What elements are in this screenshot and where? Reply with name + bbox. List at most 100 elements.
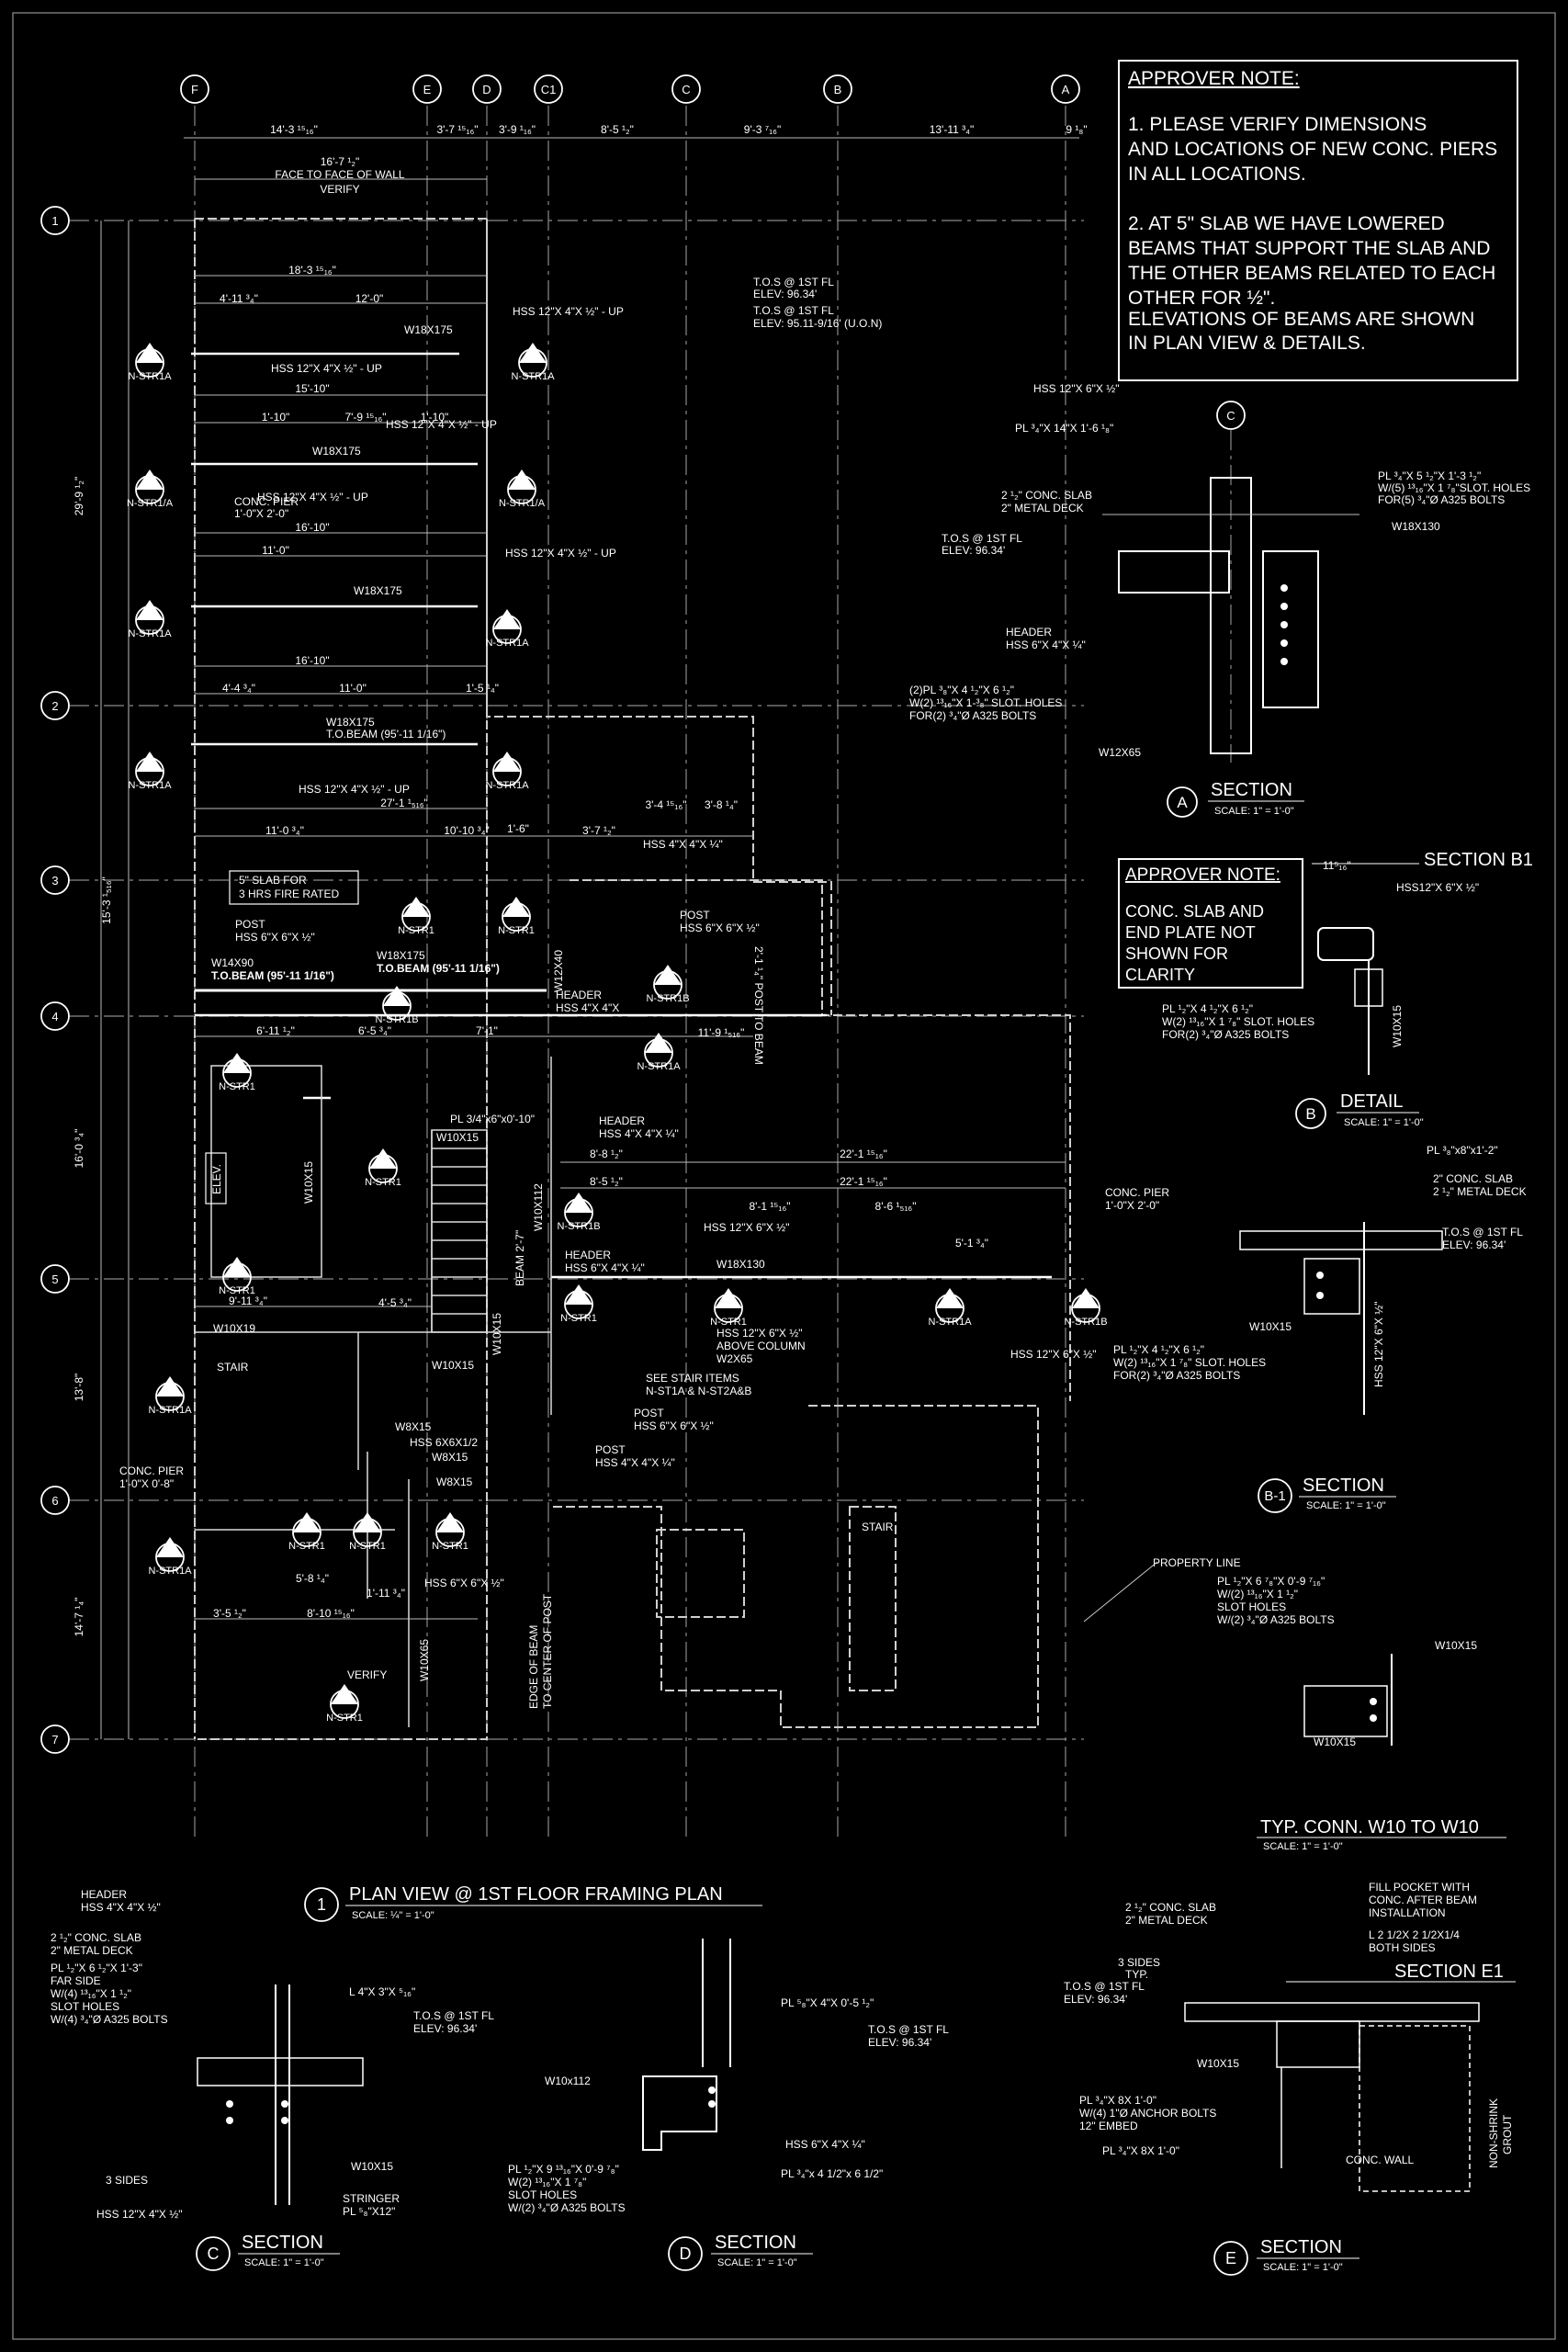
detail-label: 12" EMBED: [1079, 2120, 1138, 2132]
dim-label: 6'-5 ³₄": [358, 1024, 391, 1037]
grid-col-label: D: [482, 83, 491, 96]
detail-label: 2" METAL DECK: [51, 1944, 133, 1957]
hss-label: HSS 12"X 6"X ½": [716, 1327, 803, 1340]
title-text: SECTION: [1303, 1476, 1384, 1496]
marker-ref: N-STR1: [365, 1177, 401, 1188]
detail-label: PL ¹₂"X 4 ¹₂"X 6 ¹₂": [1113, 1343, 1204, 1356]
top-dim: 14'-3 ¹⁵₁₆": [270, 123, 318, 136]
dim-label: 1'-5 ¹₄": [466, 682, 499, 695]
marker-ref: N-STR1: [219, 1285, 255, 1296]
slab-note-box: [229, 870, 359, 905]
dim-label: 11'-0": [339, 682, 367, 695]
marker-letter: O: [393, 996, 401, 1007]
marker-letter: B: [233, 1063, 240, 1074]
hss-label: HSS 12"X 4"X ½" - UP: [505, 547, 616, 560]
grid-row-label: 2: [51, 699, 58, 713]
marker-ref: N-STR1: [560, 1313, 597, 1324]
detail-label: TYP.: [1125, 1968, 1148, 1981]
marker-ref: N-STR1: [710, 1317, 747, 1328]
plan-labels: 16'-7 ¹₂" FACE TO FACE OF WALL VERIFY T.…: [119, 155, 1241, 1709]
title-text: SECTION: [715, 2233, 796, 2253]
grid-row-label: 3: [51, 874, 58, 888]
detail-label: L 4"X 3"X ⁵₁₆": [349, 1985, 415, 1998]
note-line: 2. AT 5" SLAB WE HAVE LOWERED: [1128, 213, 1445, 234]
detail-c: HEADER HSS 4"X 4"X ½" 2 ¹₂" CONC. SLAB 2…: [51, 1888, 494, 2271]
dim-label: 3'-5 ¹₂": [213, 1607, 246, 1620]
note-title: APPROVER NOTE:: [1128, 68, 1300, 89]
top-dim: 3'-7 ¹⁵₁₆": [436, 123, 478, 136]
marker-ref: N-STR1: [219, 1081, 255, 1092]
marker-letter: C: [575, 1295, 582, 1306]
beam-dim-label: BEAM 2'-7": [513, 1230, 526, 1286]
detail-label: W(2) ¹³₁₆"X 1 ⁷₈" SLOT. HOLES: [1113, 1356, 1266, 1369]
marker-letter: B: [233, 1267, 240, 1278]
beam-size-label: W10X112: [532, 1183, 545, 1231]
detail-label: SLOT HOLES: [1217, 1600, 1286, 1613]
detail-label: W10X15: [1391, 1005, 1404, 1047]
note-line: OTHER FOR ½".: [1128, 288, 1275, 309]
hss-label: HSS 12"X 4"X ½" - UP: [299, 783, 410, 796]
title-num: 1: [317, 1895, 326, 1914]
stair-note: SEE STAIR ITEMS: [646, 1372, 739, 1385]
hss-label: HSS 12"X 6"X ½": [704, 1221, 790, 1234]
grid-row-label: 6: [51, 1494, 58, 1508]
header-size: HSS 6"X 4"X ¼": [565, 1261, 645, 1274]
marker-letter: P: [664, 975, 671, 986]
beam-size-label: W10X15: [491, 1313, 503, 1355]
hss-label: HSS 4"X 4"X ¼": [643, 838, 723, 851]
detail-label: W/(2) ³₄"Ø A325 BOLTS: [508, 2201, 626, 2214]
dim-label: 29'-9 ¹₂": [73, 477, 85, 516]
marker-letter: K: [146, 353, 153, 364]
marker-ref: N-STR1A: [128, 780, 172, 791]
dim-label: 8'-10 ¹⁵₁₆": [307, 1607, 355, 1620]
detail-label: W18X130: [1392, 520, 1440, 533]
beam-size-label: W8X15: [436, 1476, 473, 1488]
marker-letter: O: [341, 1694, 349, 1705]
detail-a: C HSS 12"X 6"X ½" PL ³₄"X 14"X 1'-6 ¹₈" …: [909, 382, 1530, 818]
note-title: APPROVER NOTE:: [1125, 865, 1280, 885]
detail-label: HSS 12"X 4"X ½": [96, 2208, 183, 2221]
title-scale: SCALE: 1" = 1'-0": [244, 2257, 324, 2268]
post-label: POST: [634, 1407, 664, 1419]
marker-letter: A: [725, 1298, 732, 1309]
marker-letter: C: [379, 1159, 387, 1170]
detail-label: (2)PL ³₈"X 4 ¹₂"X 6 ¹₂": [909, 684, 1014, 696]
hss-label: HSS 12"X 6"X ½": [1010, 1348, 1097, 1361]
detail-label: W(2) ¹³₁₆"X 1-³₈" SLOT. HOLES: [909, 696, 1062, 709]
detail-e: 2 ¹₂" CONC. SLAB 2" METAL DECK FILL POCK…: [1064, 1881, 1516, 2276]
detail-label: FOR(2) ³₄"Ø A325 BOLTS: [909, 709, 1036, 722]
beam-size-label: W18X175: [326, 716, 375, 729]
conc-pier-label: CONC. PIER: [119, 1464, 184, 1477]
detail-label: FOR(5) ³₄"Ø A325 BOLTS: [1378, 493, 1505, 506]
grid-col-label: C: [682, 83, 690, 96]
marker-letter: N: [575, 1203, 582, 1214]
title-scale: SCALE: 1" = 1'-0": [1263, 1841, 1343, 1852]
marker-letter: E: [303, 1522, 310, 1533]
dim-label: 14'-7 ¹₄": [73, 1598, 85, 1637]
marker-ref: N-STR1A: [148, 1405, 192, 1416]
marker-letter: K: [503, 762, 511, 773]
beam-elev-label: T.O.BEAM (95'-11 1/16"): [377, 962, 500, 975]
detail-grid-label: C: [1226, 409, 1235, 423]
title-num: D: [680, 2245, 692, 2263]
elev-label: ELEV: 95.11-9/16' (U.O.N): [753, 317, 882, 330]
detail-label: PL ⁵₈"X 4"X 0'-5 ¹₂": [781, 1996, 874, 2009]
stair-note: N-ST1A & N-ST2A&B: [646, 1385, 751, 1397]
dim-label: 3'-8 ¹₄": [705, 798, 738, 811]
conc-pier-size: 1'-0"X 0'-8": [119, 1477, 174, 1490]
hss-label: HSS 12"X 4"X ½" - UP: [386, 418, 497, 431]
beam-elev-label: T.O.BEAM (95'-11 1/16"): [211, 969, 334, 982]
detail-label: 2" METAL DECK: [1125, 1914, 1208, 1927]
note-line: IN PLAN VIEW & DETAILS.: [1128, 333, 1366, 354]
detail-label: ELEV: 96.34': [942, 544, 1005, 557]
conc-pier-size: 1'-0"X 2'-0": [234, 507, 288, 520]
title-num: B: [1305, 1105, 1315, 1123]
elevator-label: ELEV.: [210, 1164, 223, 1194]
hss-label: HSS 12"X 4"X ½" - UP: [271, 362, 382, 375]
marker-ref: N-STR1: [349, 1541, 386, 1552]
detail-label: BOTH SIDES: [1369, 1941, 1436, 1954]
detail-label: PL ³₄"X 5 ¹₂"X 1'-3 ¹₂": [1378, 469, 1481, 482]
marker-ref: N-STR1A: [637, 1061, 681, 1072]
dim-label: 18'-3 ¹⁵₁₆": [288, 264, 336, 277]
